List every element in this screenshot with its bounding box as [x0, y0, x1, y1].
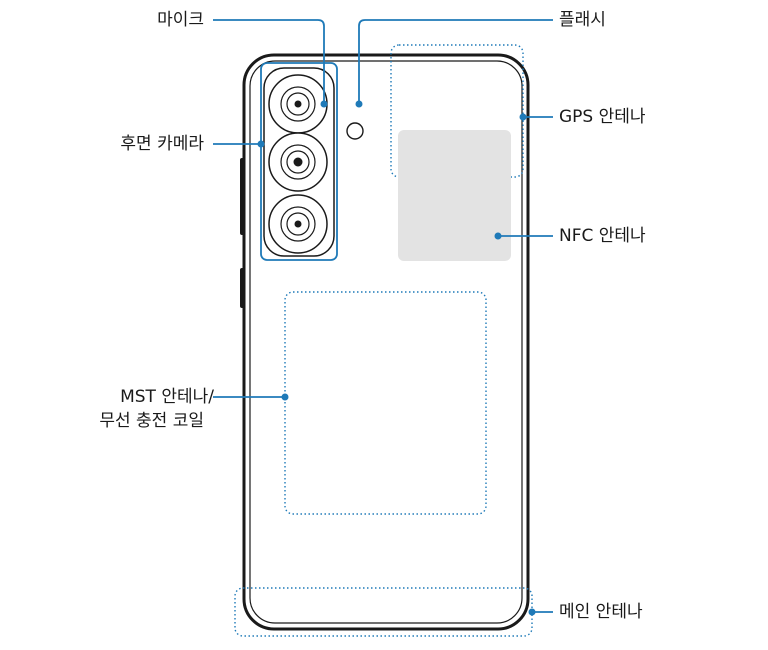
- nfc-label: NFC 안테나: [559, 226, 646, 246]
- camera-module: [260, 62, 338, 261]
- nfc-callout-dot: [494, 232, 502, 240]
- mst-coil-area: [284, 291, 487, 515]
- mic-callout-line: [213, 19, 325, 104]
- mst-label-line1: MST 안테나/: [120, 387, 214, 407]
- camera-lens-top: [268, 74, 328, 134]
- mic-label: 마이크: [157, 10, 204, 30]
- nfc-antenna-area: [398, 130, 511, 261]
- mic-callout-dot: [320, 100, 328, 108]
- rear-camera-callout-dot: [257, 140, 265, 148]
- main-antenna-label: 메인 안테나: [559, 602, 643, 622]
- mst-callout-dot: [281, 393, 289, 401]
- flash-label: 플래시: [559, 10, 606, 30]
- camera-lens-middle: [268, 132, 328, 192]
- main-antenna-callout-dot: [528, 608, 536, 616]
- gps-label: GPS 안테나: [559, 107, 646, 127]
- rear-camera-highlight: [260, 62, 338, 261]
- side-key: [240, 268, 245, 308]
- flash-callout-dot: [355, 100, 363, 108]
- flash-callout-line: [358, 19, 553, 104]
- rear-camera-label: 후면 카메라: [120, 134, 204, 154]
- mst-label-line2: 무선 충전 코일: [99, 411, 204, 431]
- flash-led: [346, 122, 364, 140]
- camera-lens-bottom: [268, 194, 328, 254]
- gps-callout-dot: [519, 113, 527, 121]
- volume-button: [240, 158, 245, 235]
